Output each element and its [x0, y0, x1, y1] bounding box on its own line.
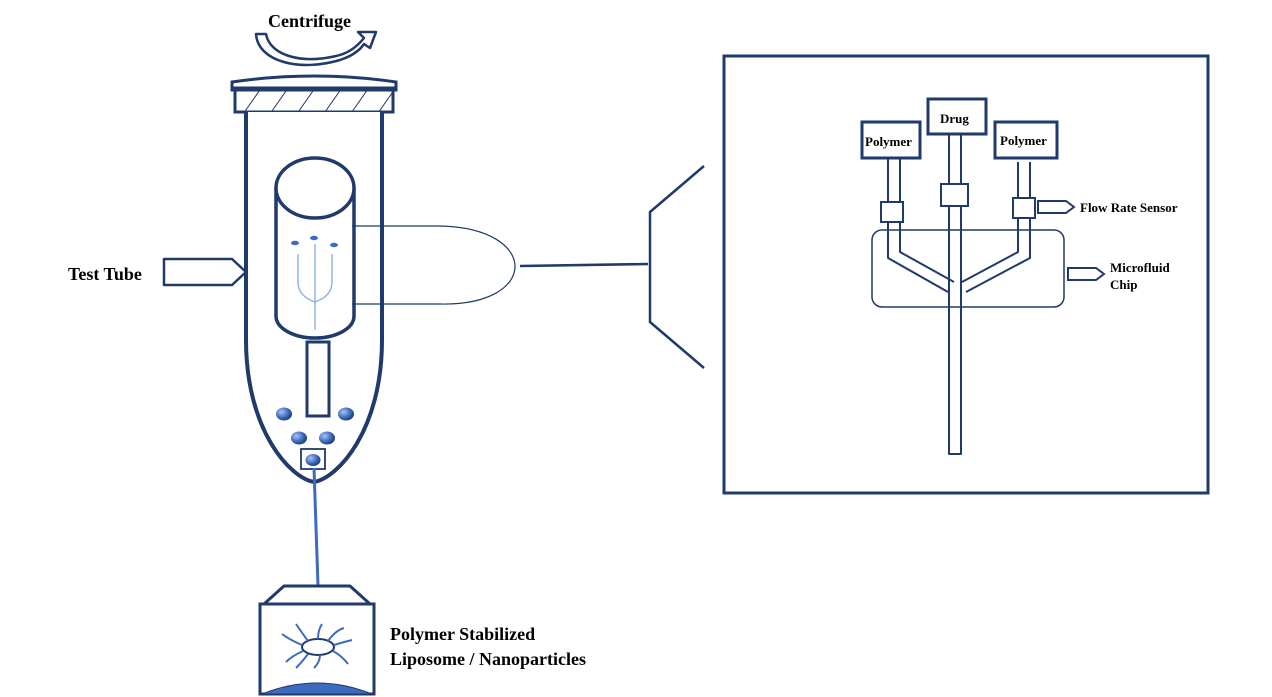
test-tube-label: Test Tube	[68, 264, 142, 284]
polymer-right-reservoir: Polymer	[993, 120, 1059, 160]
polymer-left-label: Polymer	[865, 134, 912, 149]
centrifuge-label: Centrifuge	[268, 11, 351, 31]
flow-rate-pointer-arrow	[1037, 200, 1076, 214]
flow-rate-sensor-label: Flow Rate Sensor	[1080, 200, 1178, 215]
test-tube-cap	[230, 74, 398, 114]
callout-connector	[519, 262, 649, 268]
microfluidic-channels	[887, 132, 1031, 455]
polymer-left-reservoir: Polymer	[860, 120, 922, 160]
product-label-line2: Liposome / Nanoparticles	[390, 649, 586, 669]
zoom-lens-outline	[648, 165, 705, 369]
microfluid-label-line1: Microfluid	[1110, 260, 1170, 275]
test-tube-pointer-arrow	[162, 257, 248, 287]
centrifuge-arrow-icon	[254, 30, 378, 67]
product-label-line1: Polymer Stabilized	[390, 624, 535, 644]
drug-reservoir: Drug	[926, 97, 988, 136]
liposome-product-box	[258, 584, 376, 696]
polymer-right-label: Polymer	[1000, 133, 1047, 148]
product-connector	[312, 467, 320, 587]
liposome-icon	[281, 623, 353, 669]
microfluid-chip	[871, 229, 1065, 308]
drug-label: Drug	[940, 111, 969, 126]
cylinder-insert	[274, 156, 356, 340]
microfluid-label-line2: Chip	[1110, 277, 1137, 292]
insert-stem	[305, 340, 331, 418]
microfluid-pointer-arrow	[1067, 267, 1106, 281]
zoom-callout	[352, 225, 516, 305]
flow-valves	[880, 183, 1036, 223]
